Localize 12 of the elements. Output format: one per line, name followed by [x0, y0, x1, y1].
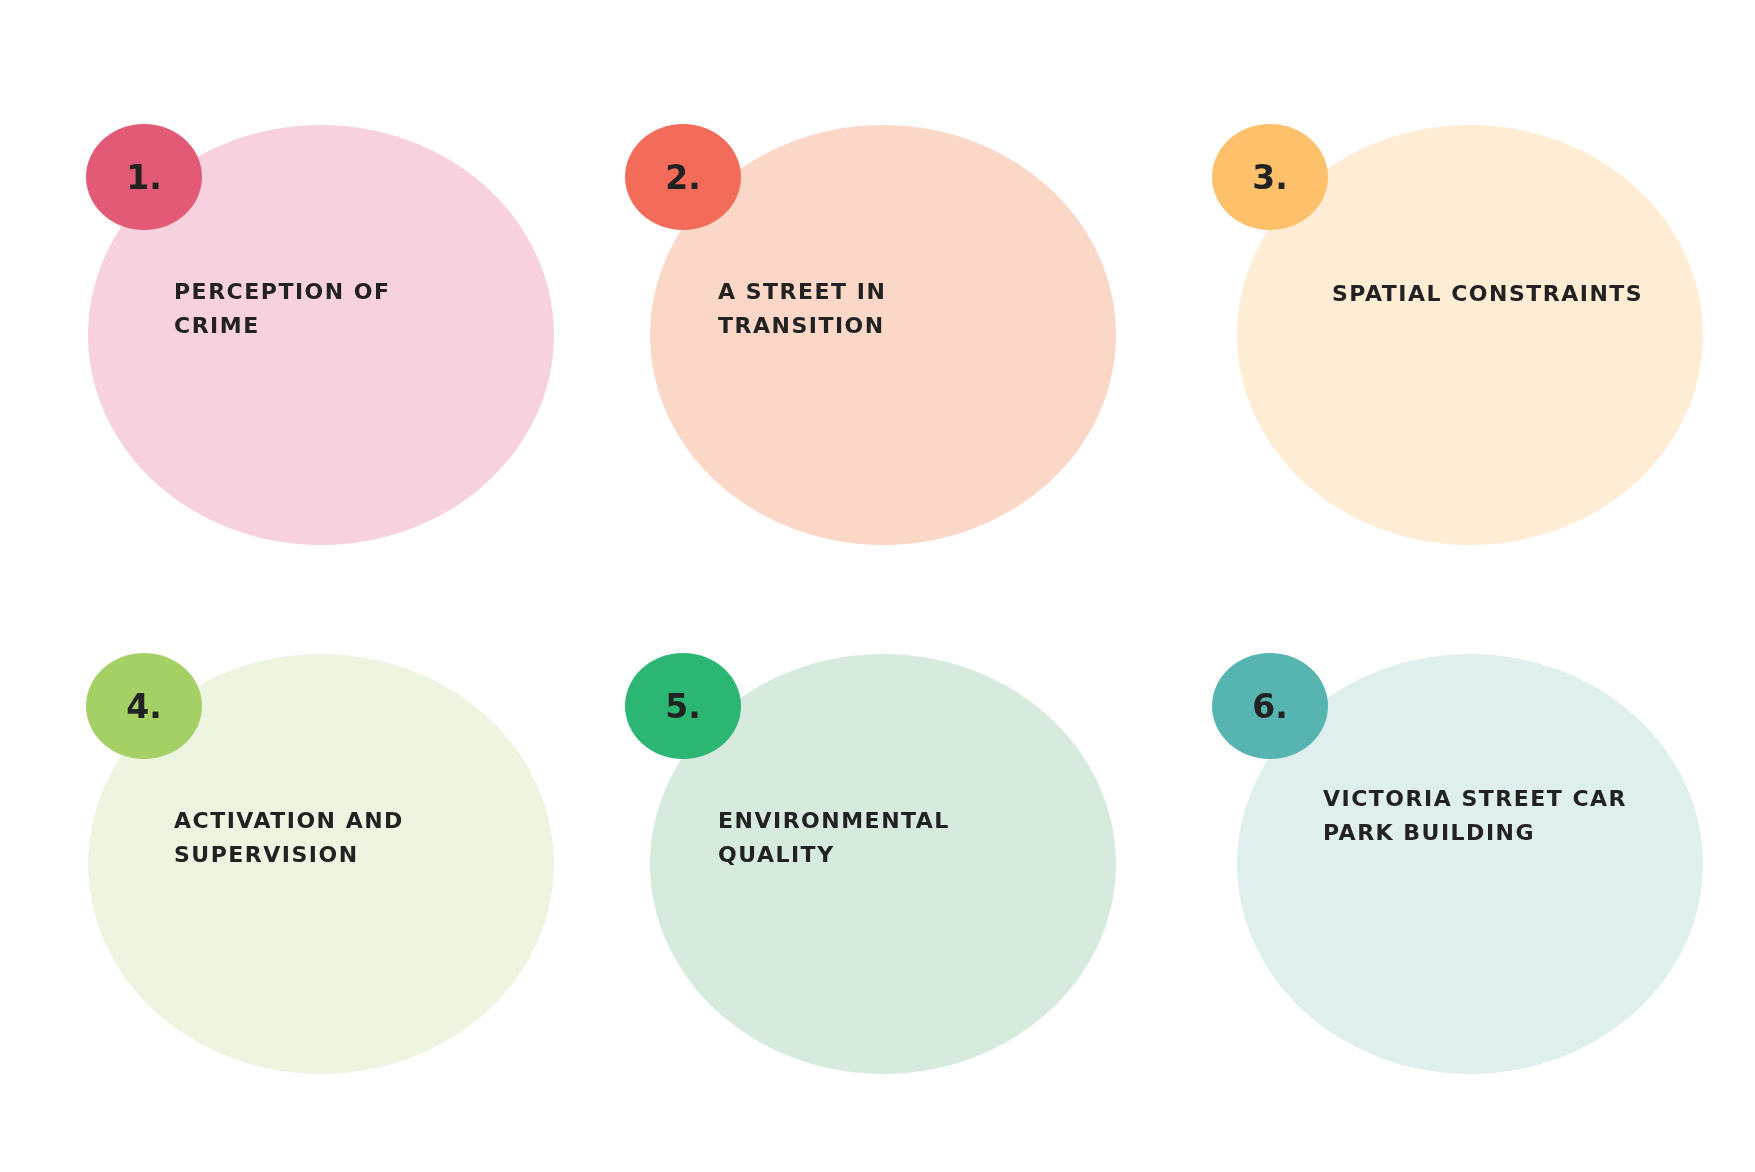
topic-label: VICTORIA STREET CAR PARK BUILDING — [1323, 785, 1628, 847]
step-number: 1. — [126, 157, 162, 197]
step-number: 5. — [665, 686, 701, 726]
step-number: 6. — [1252, 686, 1288, 726]
step-number: 4. — [126, 686, 162, 726]
topic-label: ENVIRONMENTAL QUALITY — [718, 807, 951, 869]
topic-label: A STREET IN TRANSITION — [718, 278, 888, 340]
step-number: 2. — [665, 157, 701, 197]
step-number: 3. — [1252, 157, 1288, 197]
topic-label: SPATIAL CONSTRAINTS — [1332, 280, 1644, 308]
topic-label: ACTIVATION AND SUPERVISION — [174, 807, 405, 869]
topic-label: PERCEPTION OF CRIME — [174, 278, 392, 340]
